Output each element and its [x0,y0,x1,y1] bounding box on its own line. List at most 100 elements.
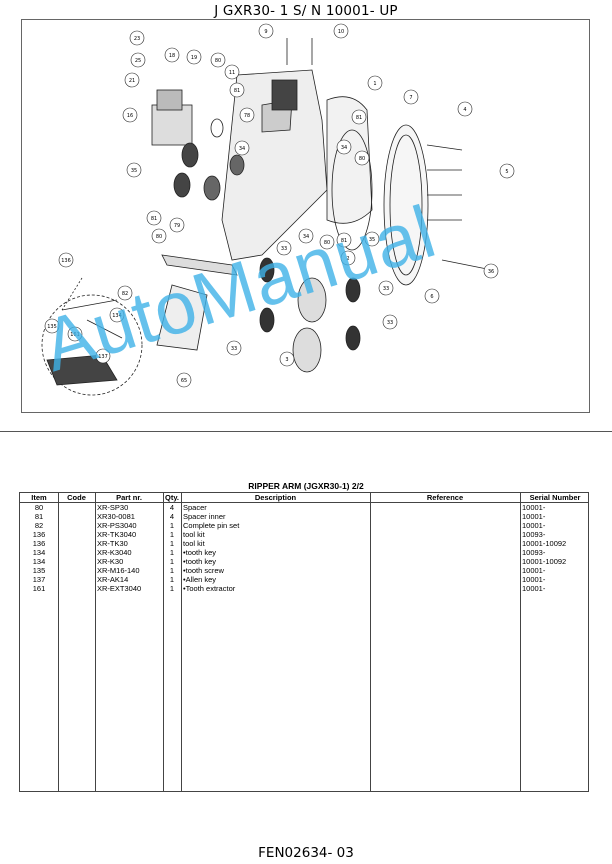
header-divider [20,502,588,503]
table-row: 1 [169,584,175,593]
table-row: 1 [169,539,175,548]
callout-label: 80 [324,240,330,246]
exploded-parts-diagram: 23 25 21 18 19 16 80 11 81 78 34 35 81 8… [21,19,590,413]
callout-label: 33 [383,286,389,292]
table-row: 10093- [522,548,546,557]
callout-label: 3 [285,357,288,363]
column-divider [58,493,59,791]
callout-label: 81 [234,88,240,94]
document-code: FEN02634- 03 [258,845,354,861]
callout-label: 11 [229,70,235,76]
table-row: 1 [169,521,175,530]
table-row: XR-TK30 [97,539,128,548]
table-row: 137 [32,575,46,584]
table-row: 10001- [522,575,546,584]
table-row: 10001-10092 [522,539,567,548]
header-description: Description [254,493,297,502]
section-divider [0,431,612,432]
table-row: •tooth key [183,557,217,566]
callout-label: 81 [356,115,362,121]
callout-label: 10 [338,29,344,35]
table-row: 82 [34,521,44,530]
callout-label: 2 [346,256,349,262]
table-row: Spacer inner [183,512,226,521]
callout-label: 80 [156,234,162,240]
column-divider [95,493,96,791]
callout-label: 65 [181,378,187,384]
callout-label: 34 [303,234,309,240]
table-row: Complete pin set [183,521,240,530]
callout-label: 78 [244,113,250,119]
parts-table: Item Code Part nr. Qty. Description Refe… [19,492,589,792]
table-row: •tooth screw [183,566,224,575]
table-row: 4 [169,512,175,521]
table-row: XR-M16-140 [97,566,140,575]
table-row: tool kit [183,539,205,548]
callout-label: 136 [61,258,71,264]
column-divider [163,493,164,791]
table-row: •Allen key [183,575,217,584]
table-row: 10001- [522,503,546,512]
callout-label: 34 [239,146,245,152]
callout-label: 33 [387,320,393,326]
callout-label: 6 [430,294,433,300]
callout-label: 80 [359,156,365,162]
callout-label: 1 [373,81,376,87]
table-row: 1 [169,557,175,566]
table-row: 10001-10092 [522,557,567,566]
callout-label: 4 [463,107,466,113]
callout-label: 7 [409,95,412,101]
header-serial-number: Serial Number [529,493,581,502]
callout-label: 18 [169,53,175,59]
callout-label: 35 [369,237,375,243]
page-title: J GXR30- 1 S/ N 10001- UP [214,3,398,19]
table-row: XR-PS3040 [97,521,137,530]
table-row: 134 [32,548,46,557]
callout-label: 135 [47,324,57,330]
table-row: tool kit [183,530,205,539]
column-divider [520,493,521,791]
table-row: XR-AK14 [97,575,129,584]
table-row: 1 [169,548,175,557]
callout-label: 80 [215,58,221,64]
table-row: 161 [32,584,46,593]
table-row: 10093- [522,530,546,539]
callout-label: 9 [264,29,267,35]
callout-label: 33 [281,246,287,252]
callout-label: 81 [341,238,347,244]
callout-label: 19 [191,55,197,61]
callout-label: 25 [135,58,141,64]
callout-label: 21 [129,78,135,84]
table-row: XR-K30 [97,557,124,566]
callout-label: 161 [70,332,80,338]
table-row: 1 [169,530,175,539]
table-row: 10001- [522,512,546,521]
table-row: Spacer [183,503,207,512]
table-row: 10001- [522,566,546,575]
table-row: XR-SP30 [97,503,129,512]
callout-labels: 23 25 21 18 19 16 80 11 81 78 34 35 81 8… [47,29,508,384]
callout-label: 5 [505,169,508,175]
callout-label: 23 [134,36,140,42]
table-row: XR-EXT3040 [97,584,142,593]
table-row: 1 [169,575,175,584]
table-row: XR30-0081 [97,512,135,521]
diagram-drawing: 23 25 21 18 19 16 80 11 81 78 34 35 81 8… [41,23,515,396]
table-row: 135 [32,566,46,575]
header-part-number: Part nr. [116,493,142,502]
header-item: Item [31,493,47,502]
callout-bubbles [44,23,515,388]
callout-label: 79 [174,223,180,229]
table-row: 134 [32,557,46,566]
callout-label: 16 [127,113,133,119]
callout-label: 33 [231,346,237,352]
table-row: 10001- [522,584,546,593]
table-row: XR-TK3040 [97,530,137,539]
callout-label: 36 [488,269,494,275]
callout-label: 35 [131,168,137,174]
header-code: Code [67,493,86,502]
table-row: 81 [34,512,44,521]
column-divider [181,493,182,791]
column-divider [370,493,371,791]
callout-label: 82 [122,291,128,297]
